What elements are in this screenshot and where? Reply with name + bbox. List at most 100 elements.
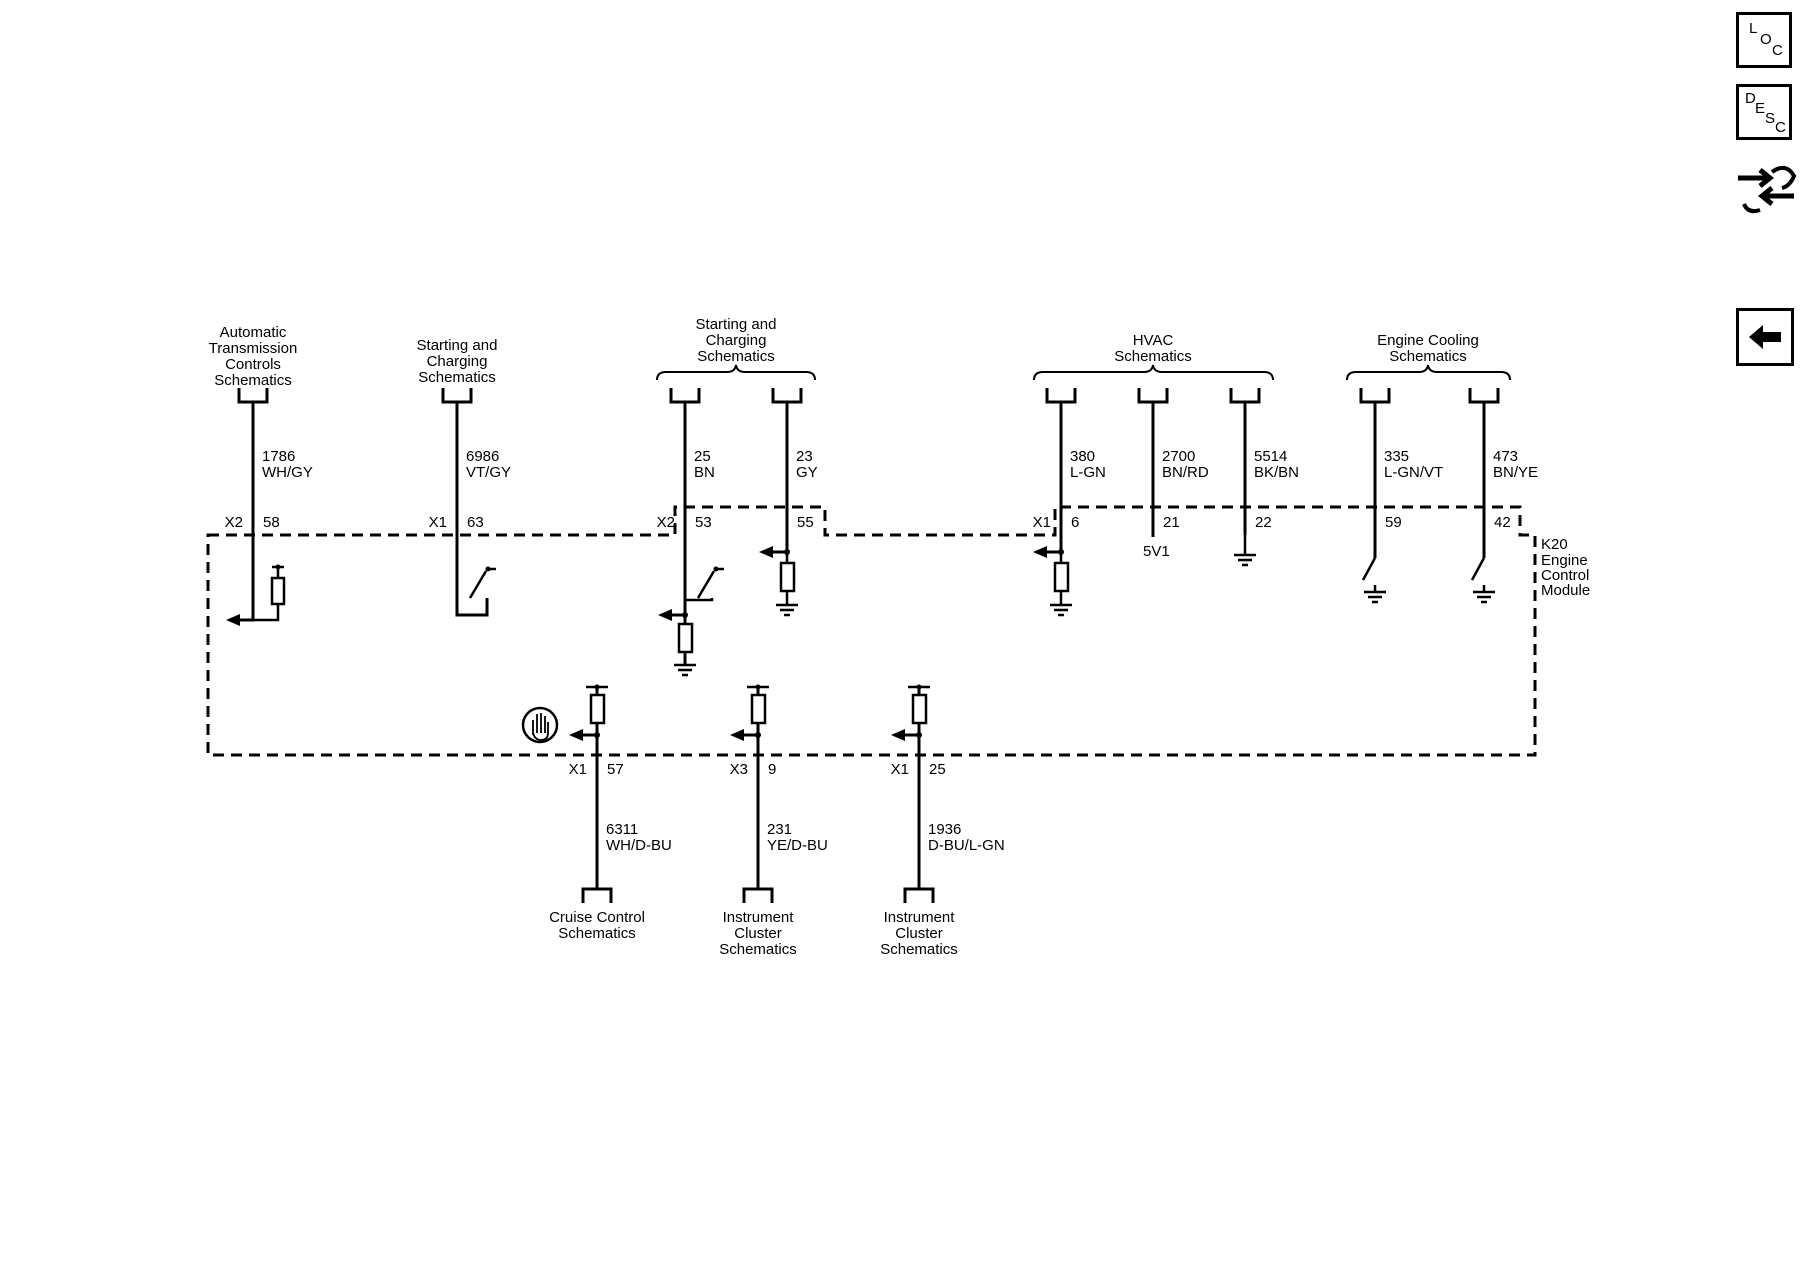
bottom-wires xyxy=(581,735,935,903)
top-connector-cap xyxy=(1137,388,1169,404)
wire-color: GY xyxy=(796,464,818,481)
pin-number: 9 xyxy=(768,761,776,778)
header-ats-line1: Automatic xyxy=(220,324,287,341)
circuit-number: 473 xyxy=(1493,448,1518,465)
circuit-number: 1936 xyxy=(928,821,961,838)
left-arrow-icon xyxy=(1749,325,1781,349)
pin-number: 6 xyxy=(1071,514,1079,531)
caution-hand-icon[interactable] xyxy=(521,706,559,744)
circuit-number: 6311 xyxy=(606,821,638,838)
pin-number: 22 xyxy=(1255,514,1272,531)
circuit-number: 380 xyxy=(1070,448,1095,465)
wire-color: VT/GY xyxy=(466,464,511,481)
destination-label: Cruise Control xyxy=(549,909,645,926)
connector-id: X3 xyxy=(730,761,748,778)
bottom-connector-cap xyxy=(903,887,935,903)
header-sc1-line3: Schematics xyxy=(418,369,496,386)
wire-color: BN/YE xyxy=(1493,464,1538,481)
pin-number: 57 xyxy=(607,761,624,778)
brace-hvac-shape xyxy=(1033,364,1274,381)
ref-5v-label: 5V1 xyxy=(1143,543,1170,560)
circuit-number: 23 xyxy=(796,448,813,465)
top-connector-cap xyxy=(669,388,701,404)
top-connector-cap xyxy=(771,388,803,404)
connector-id: X2 xyxy=(225,514,243,531)
header-sc2-line3: Schematics xyxy=(697,348,775,365)
destination-label: Schematics xyxy=(719,941,797,958)
wire-color: WH/GY xyxy=(262,464,313,481)
pin-number: 63 xyxy=(467,514,484,531)
wire-color: L-GN xyxy=(1070,464,1106,481)
connector-id: X1 xyxy=(1033,514,1051,531)
pin-number: 58 xyxy=(263,514,280,531)
description-button[interactable]: D E S C xyxy=(1736,84,1792,140)
pin-number: 42 xyxy=(1494,514,1511,531)
desc-letter-s: S xyxy=(1765,110,1776,127)
top-connector-cap xyxy=(1229,388,1261,404)
loc-letter-l: L xyxy=(1749,20,1758,37)
destination-label: Schematics xyxy=(880,941,958,958)
brace-sc2-shape xyxy=(656,364,816,381)
header-ecs-line2: Schematics xyxy=(1389,348,1467,365)
ecm-boundary xyxy=(206,505,1537,757)
connector-end-view-button[interactable] xyxy=(1734,158,1798,218)
loc-letter-c: C xyxy=(1772,42,1783,59)
destination-label: Schematics xyxy=(558,925,636,942)
top-connector-cap xyxy=(1045,388,1077,404)
header-sc2-line1: Starting and xyxy=(696,316,777,333)
module-name-line3: Module xyxy=(1541,582,1590,599)
wire-color: L-GN/VT xyxy=(1384,464,1443,481)
module-code: K20 xyxy=(1541,536,1568,553)
header-hvac-line2: Schematics xyxy=(1114,348,1192,365)
destination-label: Cluster xyxy=(895,925,943,942)
circuit-number: 335 xyxy=(1384,448,1409,465)
circuit-number: 231 xyxy=(767,821,792,838)
header-hvac-line1: HVAC xyxy=(1133,332,1174,349)
connector-id: X1 xyxy=(569,761,587,778)
circuit-number: 5514 xyxy=(1254,448,1287,465)
top-wires xyxy=(237,388,1500,535)
back-button[interactable] xyxy=(1736,308,1794,366)
internal-components xyxy=(226,535,1495,741)
top-connector-cap xyxy=(1359,388,1391,404)
header-sc2-line2: Charging xyxy=(706,332,767,349)
circuit-number: 1786 xyxy=(262,448,295,465)
brace-ecs-shape xyxy=(1346,364,1511,381)
circuit-number: 25 xyxy=(694,448,711,465)
pin-number: 55 xyxy=(797,514,814,531)
pin-number: 53 xyxy=(695,514,712,531)
pin-number: 21 xyxy=(1163,514,1180,531)
pin-number: 25 xyxy=(929,761,946,778)
top-connector-cap xyxy=(1468,388,1500,404)
bottom-connector-cap xyxy=(581,887,613,903)
wire-color: WH/D-BU xyxy=(606,837,672,854)
circuit-number: 2700 xyxy=(1162,448,1195,465)
wire-color: BN xyxy=(694,464,715,481)
connector-id: X2 xyxy=(657,514,675,531)
destination-label: Instrument xyxy=(884,909,956,926)
desc-letter-c: C xyxy=(1775,119,1786,136)
desc-letter-e: E xyxy=(1755,100,1766,117)
desc-letter-d: D xyxy=(1745,90,1756,107)
connector-swap-icon xyxy=(1738,165,1797,214)
wire-color: D-BU/L-GN xyxy=(928,837,1005,854)
header-ecs-line1: Engine Cooling xyxy=(1377,332,1479,349)
module-name-line1: Engine xyxy=(1541,552,1588,569)
location-button[interactable]: L O C xyxy=(1736,12,1792,68)
connector-id: X1 xyxy=(429,514,447,531)
header-ats-line2: Transmission xyxy=(209,340,298,357)
module-name-line2: Control xyxy=(1541,567,1589,584)
bottom-connector-cap xyxy=(742,887,774,903)
header-ats-line4: Schematics xyxy=(214,372,292,389)
circuit-number: 6986 xyxy=(466,448,499,465)
top-connector-cap xyxy=(237,388,269,404)
header-sc1-line1: Starting and xyxy=(417,337,498,354)
header-sc1-line2: Charging xyxy=(427,353,488,370)
top-connector-cap xyxy=(441,388,473,404)
destination-label: Instrument xyxy=(723,909,795,926)
wire-color: BN/RD xyxy=(1162,464,1209,481)
pin-number: 59 xyxy=(1385,514,1402,531)
connector-id: X1 xyxy=(891,761,909,778)
header-ats-line3: Controls xyxy=(225,356,281,373)
